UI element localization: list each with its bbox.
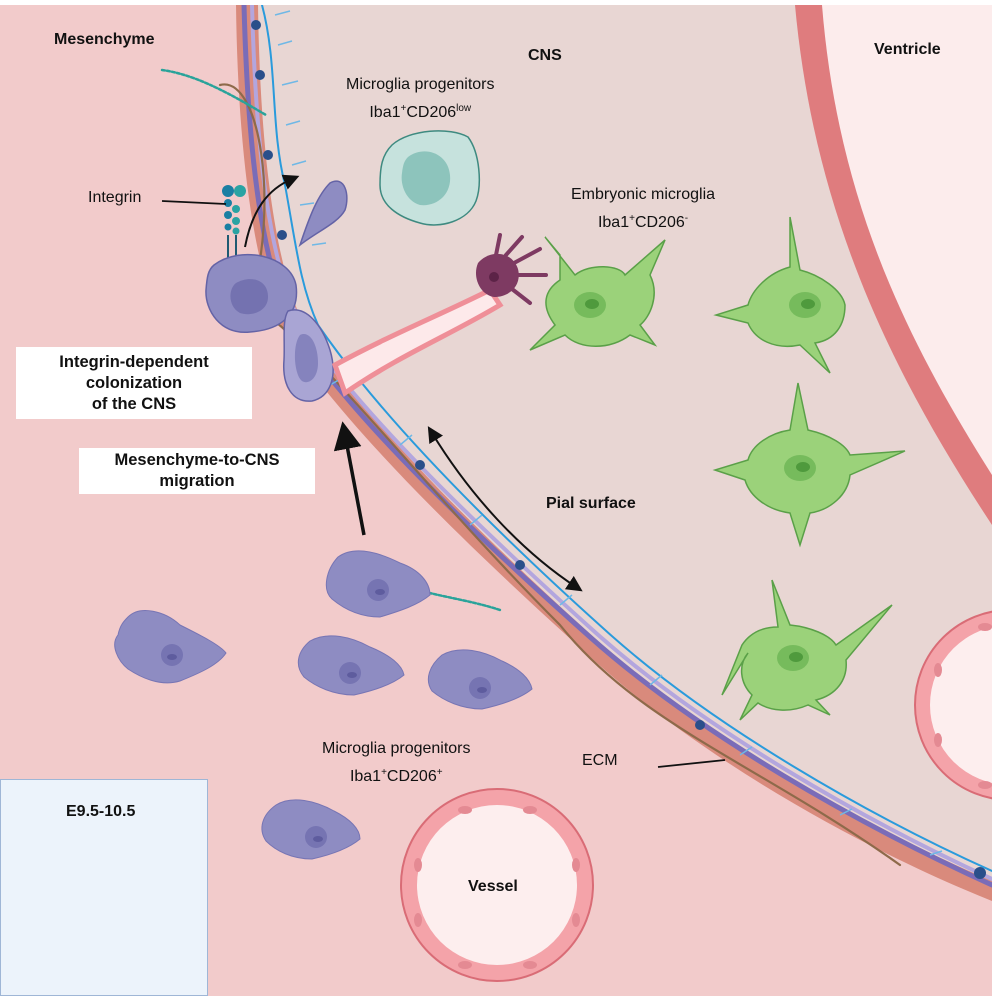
embryonic-microglia-name: Embryonic microglia: [571, 186, 716, 203]
pial-surface-arrow: [427, 426, 583, 592]
colonization-box: Integrin-dependent colonization of the C…: [16, 347, 252, 419]
embryo-stage-label: E9.5-10.5: [66, 803, 136, 820]
cns-progenitor-markers: Iba1+CD206low: [369, 103, 472, 122]
ecm-label: ECM: [582, 752, 618, 769]
ecm-callout-line: [657, 759, 726, 768]
mesenchyme-label: Mesenchyme: [54, 31, 155, 48]
vessel-label: Vessel: [468, 878, 518, 895]
ventricle-label: Ventricle: [874, 41, 941, 58]
microglia-cell-1: [529, 236, 666, 351]
adhering-progenitor-nucleus: [294, 334, 318, 383]
mesenchyme-progenitor-name: Microglia progenitors: [322, 740, 471, 757]
migrating-progenitor-nucleus: [230, 279, 268, 315]
pial-surface-label: Pial surface: [546, 495, 636, 512]
mesenchyme-progenitor-label: Microglia progenitors Iba1+CD206+: [322, 735, 471, 791]
cns-progenitor-name: Microglia progenitors: [346, 76, 495, 93]
pial-basement-band: [236, 5, 992, 901]
cns-progenitor-nucleus: [401, 151, 451, 206]
laminin-strand: [261, 5, 992, 872]
penetrating-vessel: [331, 286, 504, 397]
scene-canvas: [0, 5, 992, 996]
migration-box: Mesenchyme-to-CNS migration: [79, 448, 315, 494]
embryo-stage-inset: [0, 779, 208, 996]
progenitor-nuclei: [161, 579, 491, 848]
microglia-nuclei: [574, 292, 821, 671]
perivascular-cell: [475, 233, 548, 305]
mesenchyme-progenitor-markers: Iba1+CD206+: [349, 767, 443, 786]
fibronectin-strand: [218, 83, 902, 867]
colonization-line-1: Integrin-dependent: [59, 352, 209, 371]
colonization-line-2: colonization: [85, 373, 183, 392]
microglia-cell-2: [713, 216, 846, 374]
mesenchymal-vessel: [400, 788, 594, 982]
migration-line-1: Mesenchyme-to-CNS: [114, 451, 280, 469]
colonization-line-3: of the CNS: [91, 394, 177, 413]
embryonic-microglia-label: Embryonic microglia Iba1+CD206-: [571, 181, 715, 237]
glycan-chain: [160, 68, 268, 117]
integrin-label: Integrin: [88, 189, 142, 206]
diagram-stage: Mesenchyme CNS Ventricle Vessel Pial sur…: [0, 5, 992, 996]
cns-progenitor-label: Microglia progenitors Iba1+CD206low: [346, 71, 495, 127]
protruding-progenitor-cell: [298, 180, 348, 248]
migration-arrow: [333, 421, 366, 536]
integrin-receptor: [222, 185, 246, 267]
cns-vessel: [914, 610, 992, 800]
integrin-callout-line: [161, 200, 227, 205]
colonization-arrow: [244, 174, 300, 248]
embryonic-microglia-markers: Iba1+CD206-: [597, 213, 689, 232]
migration-line-2: migration: [159, 472, 235, 490]
cns-label: CNS: [528, 47, 562, 64]
microglia-cell-4: [721, 579, 893, 721]
ventricle-lumen: [822, 5, 992, 475]
